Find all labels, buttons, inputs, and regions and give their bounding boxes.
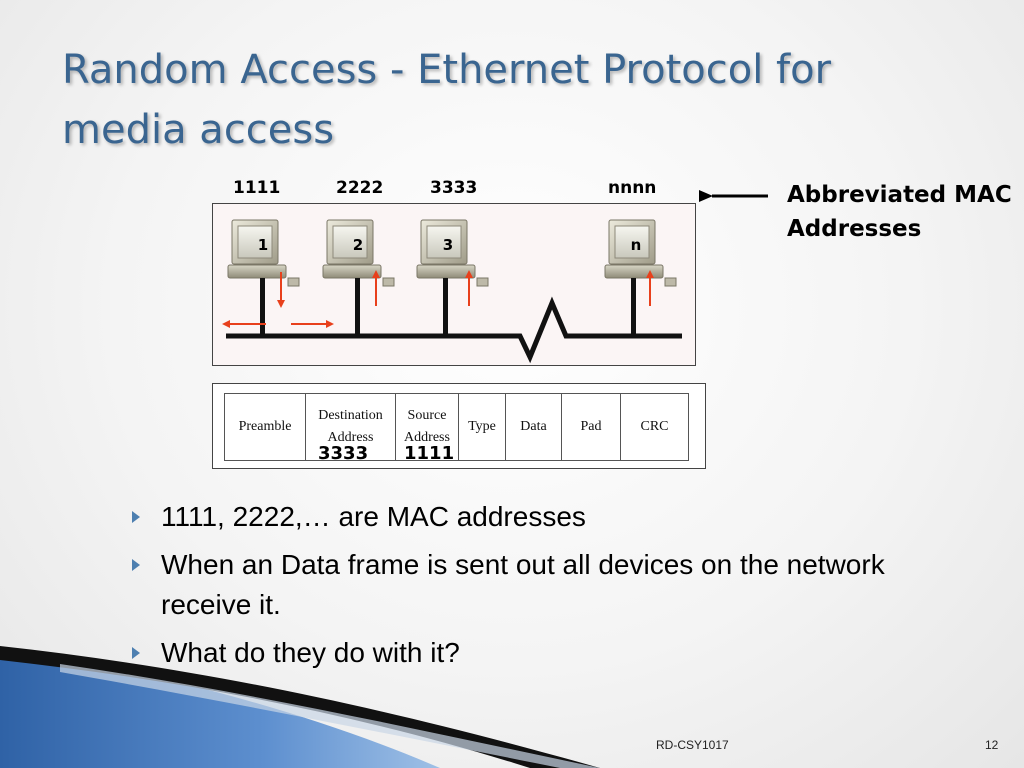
bullet-list: 1111, 2222,… are MAC addresses When an D… xyxy=(132,497,952,681)
computer-label-1: 1 xyxy=(258,236,268,254)
mac-label-1: 1111 xyxy=(233,178,281,198)
abbreviated-mac-annotation: Abbreviated MAC Addresses xyxy=(787,182,1012,242)
source-address-value: 1111 xyxy=(404,443,455,464)
computer-3-icon xyxy=(416,219,489,336)
frame-field-pad: Pad xyxy=(561,393,621,461)
bullet-item: When an Data frame is sent out all devic… xyxy=(132,545,952,625)
frame-field-crc: CRC xyxy=(620,393,689,461)
frame-field-data: Data xyxy=(505,393,562,461)
bullet-arrow-icon xyxy=(132,511,140,523)
page-number: 12 xyxy=(985,738,999,752)
frame-field-type: Type xyxy=(458,393,506,461)
destination-address-value: 3333 xyxy=(318,443,369,464)
computer-label-3: 3 xyxy=(443,236,453,254)
computer-1-icon xyxy=(227,219,300,336)
footer-course-code: RD-CSY1017 xyxy=(656,738,729,752)
computer-2-icon xyxy=(322,219,395,336)
bullet-item: 1111, 2222,… are MAC addresses xyxy=(132,497,952,537)
computer-label-n: n xyxy=(631,236,642,254)
mac-label-2: 2222 xyxy=(336,178,384,198)
computer-label-2: 2 xyxy=(353,236,363,254)
bullet-item: What do they do with it? xyxy=(132,633,952,673)
ethernet-bus-cable xyxy=(226,296,682,364)
frame-field-preamble: Preamble xyxy=(224,393,306,461)
computer-n-icon xyxy=(604,219,677,336)
slide-title: Random Access - Ethernet Protocol for me… xyxy=(62,47,832,153)
mac-label-n: nnnn xyxy=(608,178,657,198)
bullet-arrow-icon xyxy=(132,559,140,571)
bullet-arrow-icon xyxy=(132,647,140,659)
mac-label-3: 3333 xyxy=(430,178,478,198)
